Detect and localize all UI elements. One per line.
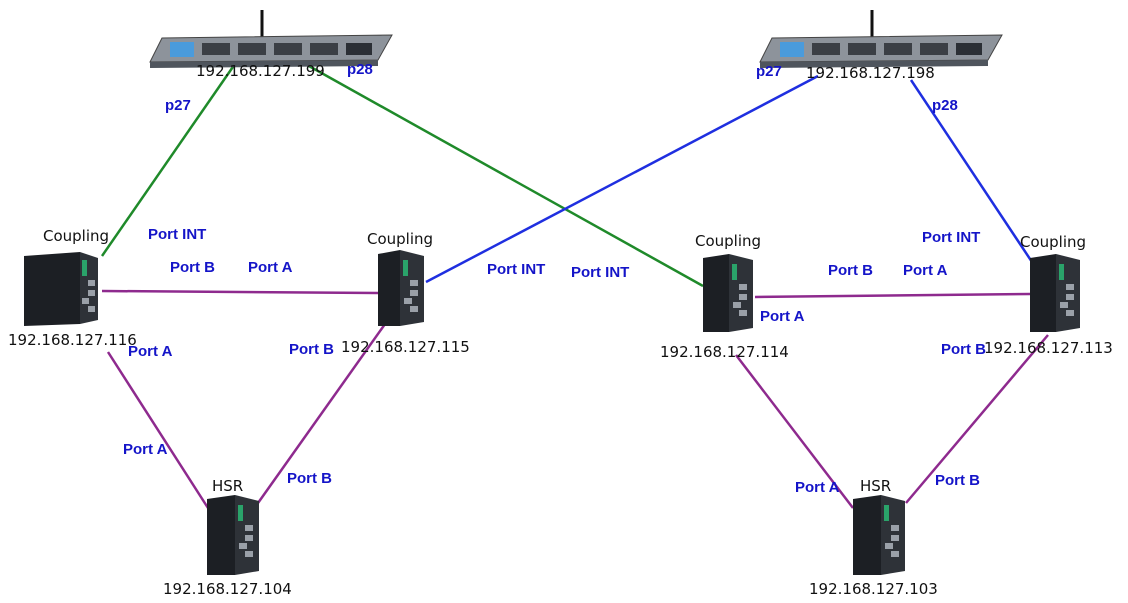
device-115-ip: 192.168.127.115: [341, 338, 470, 356]
port-label-115-b: Port B: [289, 341, 334, 358]
device-104-ip: 192.168.127.104: [163, 580, 292, 598]
port-label-116-b: Port B: [170, 259, 215, 276]
port-label-114-int: Port INT: [571, 264, 630, 281]
device-113-role: Coupling: [1020, 233, 1087, 251]
port-label-116-a: Port A: [128, 343, 173, 360]
device-103-role: HSR: [860, 477, 892, 495]
din-rail-switch-icon: [853, 495, 907, 577]
link-198-p28-to-113: [909, 79, 1034, 263]
port-label-113-b: Port B: [941, 341, 986, 358]
port-label-114-b: Port B: [828, 262, 873, 279]
port-label-115-int: Port INT: [487, 261, 546, 278]
port-label-198-p28: p28: [932, 97, 958, 114]
din-rail-switch-icon: [378, 250, 426, 328]
link-116-to-104: [106, 351, 210, 509]
switch-left-ip: 192.168.127.199: [196, 62, 325, 80]
link-199-p28-to-114: [299, 59, 704, 288]
port-label-103-a: Port A: [795, 479, 840, 496]
device-113-ip: 192.168.127.113: [984, 339, 1113, 357]
link-198-p27-to-115: [425, 74, 819, 284]
device-116-ip: 192.168.127.116: [8, 331, 137, 349]
din-rail-switch-icon: [22, 250, 102, 328]
port-label-104-b: Port B: [287, 470, 332, 487]
link-113-to-103: [905, 334, 1049, 504]
link-116-to-115: [101, 289, 379, 295]
port-label-113-a: Port A: [903, 262, 948, 279]
device-115-role: Coupling: [367, 230, 434, 248]
device-114-ip: 192.168.127.114: [660, 343, 789, 361]
port-label-115-a: Port A: [248, 259, 293, 276]
din-rail-switch-icon: [1030, 254, 1082, 334]
link-114-to-113: [754, 292, 1031, 299]
port-label-113-int: Port INT: [922, 229, 981, 246]
device-116-role: Coupling: [43, 227, 110, 245]
device-114-role: Coupling: [695, 232, 762, 250]
port-label-104-a: Port A: [123, 441, 168, 458]
port-label-103-b: Port B: [935, 472, 980, 489]
port-label-198-p27: p27: [756, 63, 782, 80]
device-104-role: HSR: [212, 477, 244, 495]
port-label-116-int: Port INT: [148, 226, 207, 243]
din-rail-switch-icon: [703, 254, 755, 334]
link-115-to-104: [256, 316, 392, 504]
port-label-114-a: Port A: [760, 308, 805, 325]
din-rail-switch-icon: [207, 495, 261, 577]
link-114-to-103: [735, 354, 854, 509]
rack-switch-icon: [149, 34, 393, 68]
switch-right-ip: 192.168.127.198: [806, 64, 935, 82]
port-label-199-p27: p27: [165, 97, 191, 114]
device-103-ip: 192.168.127.103: [809, 580, 938, 598]
port-label-199-p28: p28: [347, 61, 373, 78]
rack-switch-icon: [759, 34, 1003, 68]
link-199-p27-to-116: [100, 60, 239, 257]
